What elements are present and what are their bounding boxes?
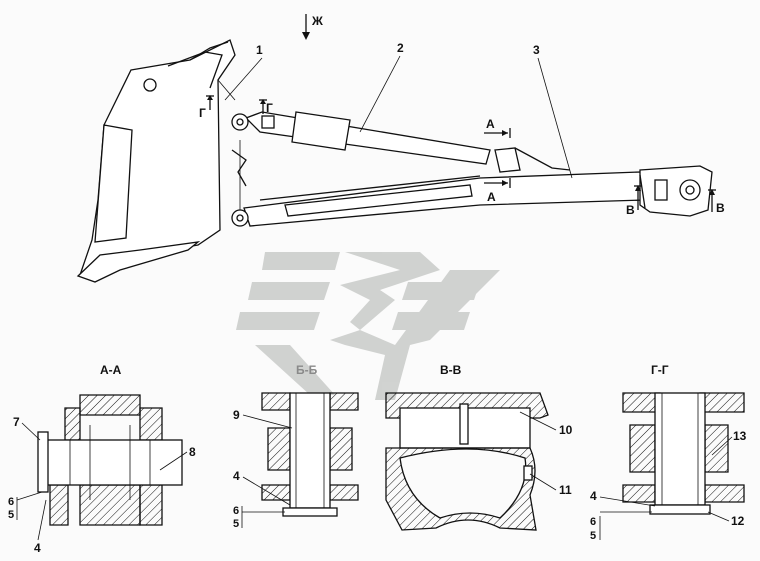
svg-text:4: 4 <box>590 489 597 503</box>
view-direction-arrow: Ж <box>302 14 323 40</box>
svg-text:5: 5 <box>590 530 596 542</box>
svg-text:6: 6 <box>590 516 596 528</box>
section-mark-a-top: А <box>484 117 511 138</box>
section-bb-title: Б-Б <box>296 363 318 377</box>
svg-text:6: 6 <box>233 505 239 517</box>
push-arm <box>231 140 713 227</box>
section-mark-a-bottom: А <box>484 178 511 204</box>
svg-text:Г: Г <box>266 101 273 115</box>
watermark-logo <box>236 252 500 400</box>
callout-1: 1 <box>224 43 263 101</box>
section-aa: А-А 7 8 6 5 4 <box>8 363 196 555</box>
svg-text:4: 4 <box>233 469 240 483</box>
section-gg: Г-Г 13 4 6 5 12 <box>590 363 747 542</box>
svg-text:5: 5 <box>233 518 239 530</box>
svg-text:7: 7 <box>13 415 20 429</box>
section-vv: В-В 10 11 <box>385 363 573 531</box>
section-mark-v-right: В <box>708 189 725 215</box>
svg-text:13: 13 <box>733 429 747 443</box>
svg-text:11: 11 <box>559 483 572 497</box>
svg-text:А: А <box>487 190 496 204</box>
svg-text:10: 10 <box>559 423 573 437</box>
svg-text:6: 6 <box>8 496 14 508</box>
svg-text:Г: Г <box>199 106 206 120</box>
section-bb: Б-Б 9 4 6 5 <box>233 363 359 530</box>
section-vv-title: В-В <box>440 363 462 377</box>
svg-text:В: В <box>716 201 725 215</box>
section-gg-title: Г-Г <box>651 363 669 377</box>
svg-text:1: 1 <box>256 43 263 57</box>
bulldozer-assembly: 1 2 3 Г Г А <box>76 39 725 283</box>
svg-text:В: В <box>626 203 635 217</box>
callout-2: 2 <box>359 41 404 133</box>
section-mark-g-right: Г <box>259 99 273 115</box>
svg-text:3: 3 <box>533 43 540 57</box>
svg-text:5: 5 <box>8 509 14 521</box>
svg-text:8: 8 <box>189 445 196 459</box>
view-direction-label: Ж <box>311 14 323 28</box>
svg-text:2: 2 <box>397 41 404 55</box>
section-mark-v-left: В <box>626 185 642 217</box>
svg-text:А: А <box>486 117 495 131</box>
callout-3: 3 <box>533 43 573 179</box>
svg-text:9: 9 <box>233 408 240 422</box>
svg-text:4: 4 <box>34 541 41 555</box>
svg-text:12: 12 <box>731 514 745 528</box>
blade <box>76 39 236 283</box>
section-aa-title: А-А <box>100 363 122 377</box>
tilt-cylinder <box>231 111 571 173</box>
section-mark-g-left: Г <box>199 95 214 120</box>
